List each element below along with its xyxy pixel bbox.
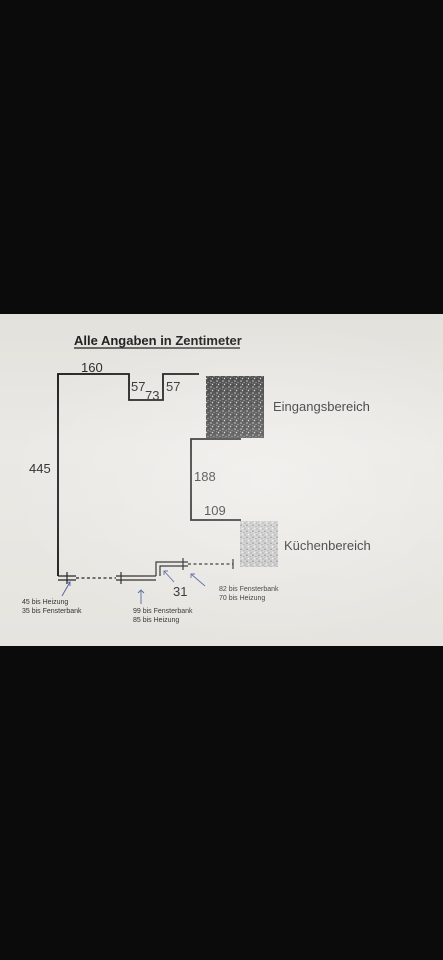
wall-top-left [57, 373, 199, 576]
dim-left-height: 445 [29, 461, 51, 476]
arrow-right-window [190, 573, 206, 587]
note-left-window-1: 45 bis Heizung [22, 599, 68, 606]
note-left-window-2: 35 bis Fensterbank [22, 608, 82, 615]
diagram-title: Alle Angaben in Zentimeter [74, 333, 242, 348]
floor-plan-diagram: Alle Angaben in Zentimeter 160 445 [22, 333, 371, 624]
note-right-window-1: 82 bis Fensterbank [219, 586, 279, 593]
dim-bottom-step: 31 [173, 584, 187, 599]
note-middle-window-1: 99 bis Fensterbank [133, 608, 193, 615]
note-right-window-2: 70 bis Heizung [219, 595, 265, 602]
kitchen-area-fill [240, 521, 278, 567]
arrow-left-window [61, 581, 71, 597]
label-kitchen: Küchenbereich [284, 538, 371, 553]
dim-notch-bottom: 73 [145, 388, 159, 403]
dim-right-height: 188 [194, 469, 216, 484]
dim-top-width: 160 [81, 360, 103, 375]
arrow-bottom-step [163, 570, 175, 583]
note-middle-window-2: 85 bis Heizung [133, 617, 179, 624]
wall-right [190, 438, 241, 521]
wall-bottom-step [155, 561, 188, 576]
floor-plan-photo: Alle Angaben in Zentimeter 160 445 [0, 314, 443, 646]
entrance-area-fill [206, 376, 264, 438]
dim-right-step: 109 [204, 503, 226, 518]
arrow-middle-window [137, 589, 145, 604]
label-entrance: Eingangsbereich [273, 399, 370, 414]
dim-notch-right: 57 [166, 379, 180, 394]
dim-notch-left: 57 [131, 379, 145, 394]
